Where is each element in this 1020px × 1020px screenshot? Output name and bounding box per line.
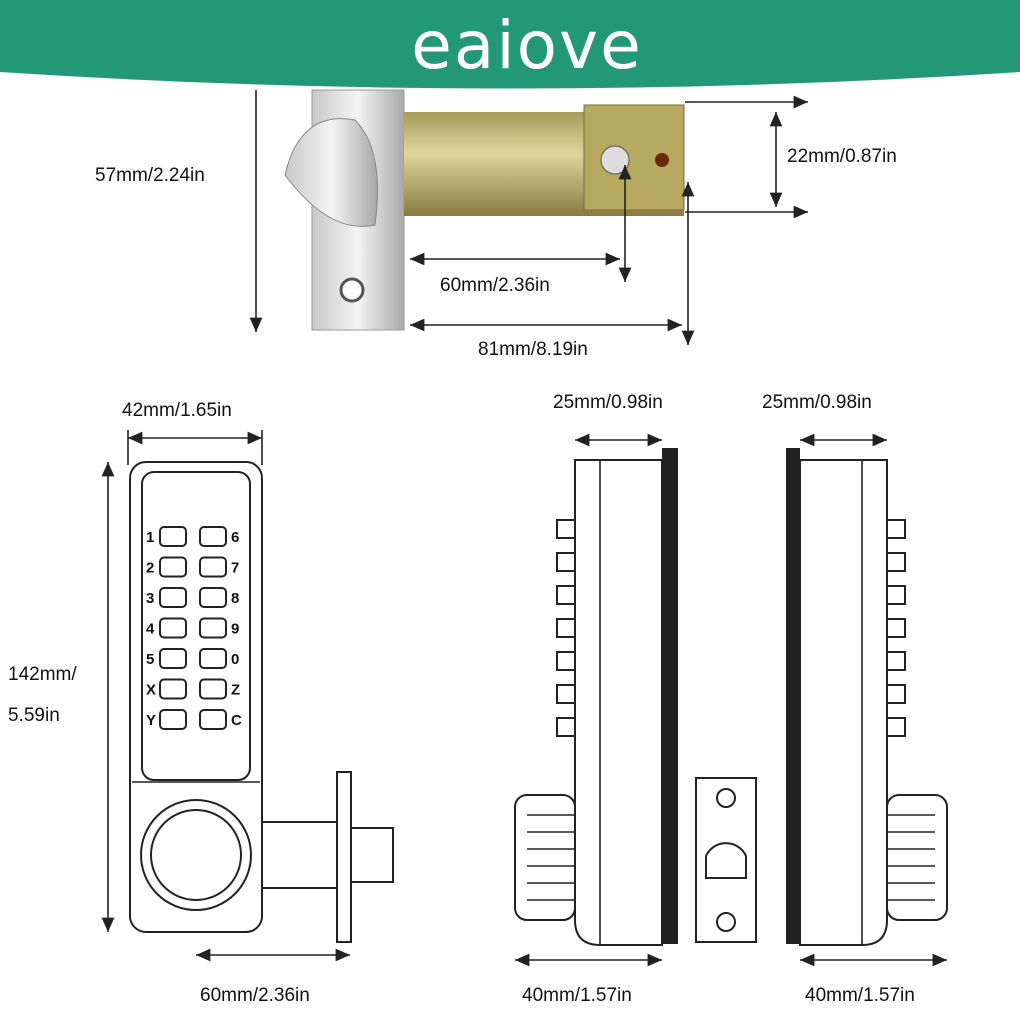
latch-photo (284, 89, 685, 331)
side-key (886, 717, 906, 737)
keypad-button (199, 709, 227, 730)
key-label: 5 (146, 651, 154, 668)
keypad-button (199, 587, 227, 608)
side-key (556, 717, 576, 737)
key-label: 2 (146, 560, 154, 577)
keypad-button (159, 709, 187, 730)
front-height-label-line2: 5.59in (8, 705, 60, 726)
brand-logo: eaiove (411, 7, 642, 84)
side-key (886, 618, 906, 638)
left-side-thickness-label: 25mm/0.98in (553, 392, 663, 413)
front-height-label-line1: 142mm/ (8, 664, 77, 685)
side-key (886, 585, 906, 605)
key-label: 6 (231, 529, 239, 546)
brand-banner (0, 0, 1020, 89)
right-side-knob-label: 40mm/1.57in (805, 985, 915, 1006)
keypad-button (199, 556, 227, 578)
latch-length-label: 81mm/8.19in (478, 339, 588, 360)
keypad-button (199, 617, 227, 639)
side-key (556, 651, 576, 671)
front-backset-label: 60mm/2.36in (200, 985, 310, 1006)
latch-height-label: 57mm/2.24in (95, 165, 205, 186)
side-key (556, 585, 576, 605)
key-label: Z (231, 682, 240, 699)
key-label: 7 (231, 560, 239, 577)
keypad-button (199, 678, 227, 700)
keypad-button (159, 678, 187, 700)
key-label: C (231, 712, 242, 729)
keypad-button (199, 648, 227, 669)
strike-plate-drawing (695, 777, 757, 943)
left-side-view-drawing (514, 448, 678, 946)
key-label: X (146, 682, 156, 699)
keypad-button (159, 587, 187, 608)
latch-backset-label: 60mm/2.36in (440, 275, 550, 296)
bolt-height-label: 22mm/0.87in (787, 146, 897, 167)
keypad: 1 2 3 4 5XY 6 7 8 9 0ZC (146, 526, 242, 730)
keypad-button (159, 617, 187, 639)
front-width-label: 42mm/1.65in (122, 400, 232, 421)
side-key (886, 651, 906, 671)
side-key (556, 618, 576, 638)
key-label: 4 (146, 621, 155, 638)
side-key (556, 684, 576, 704)
key-label: 9 (231, 621, 239, 638)
keypad-button (159, 648, 187, 669)
key-label: 0 (231, 651, 239, 668)
left-side-knob-label: 40mm/1.57in (522, 985, 632, 1006)
keypad-button (199, 526, 227, 547)
side-key (886, 684, 906, 704)
front-view-drawing: 1 2 3 4 5XY 6 7 8 9 0ZC (129, 461, 394, 943)
side-key (556, 519, 576, 539)
side-key (886, 519, 906, 539)
side-key (886, 552, 906, 572)
right-side-view-drawing (786, 448, 948, 946)
key-label: Y (146, 712, 156, 729)
right-side-thickness-label: 25mm/0.98in (762, 392, 872, 413)
key-label: 3 (146, 590, 154, 607)
key-label: 8 (231, 590, 239, 607)
keypad-button (159, 556, 187, 578)
keypad-button (159, 526, 187, 547)
side-key (556, 552, 576, 572)
key-label: 1 (146, 529, 154, 546)
